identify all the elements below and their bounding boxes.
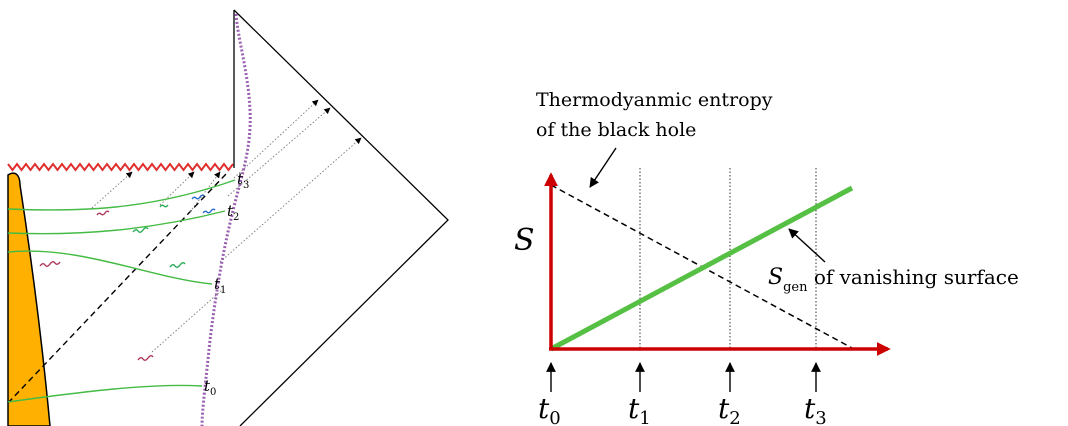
vanishing-surface: [200, 13, 252, 426]
sgen-label: Sgen of vanishing surface: [768, 265, 1019, 295]
event-horizon: [7, 173, 227, 404]
quantum-red-2: [137, 355, 154, 361]
time-label-t2: t2: [718, 392, 741, 426]
time-label-t0: t0: [538, 392, 561, 426]
slice-label-t1: t1: [214, 275, 226, 296]
slice-t2: [7, 210, 226, 235]
quantum-blue-2: [202, 208, 216, 214]
slice-label-t0: t0: [204, 377, 216, 398]
quantum-blue-1: [191, 194, 205, 200]
singularity-zigzag: [7, 162, 234, 172]
entropy-plot: S Thermodyanmic entropy of the black hol…: [514, 89, 1019, 426]
y-axis-symbol: S: [514, 223, 535, 258]
sgen-note-arrow: [788, 228, 826, 263]
slice-t3: [7, 179, 236, 211]
slice-label-t2: t2: [227, 202, 239, 223]
time-label-t1: t1: [628, 392, 651, 426]
entropy-note: Thermodyanmic entropy of the black hole: [536, 89, 779, 141]
quantum-red-1: [39, 261, 61, 267]
slice-t1: [7, 250, 213, 285]
collapsing-star: [7, 172, 51, 426]
cauchy-slices: [7, 179, 236, 403]
quantum-red-3: [96, 210, 110, 216]
quantum-green-1: [132, 227, 149, 233]
time-tick-arrows: [546, 362, 821, 392]
future-null-infinity: [233, 9, 449, 426]
quantum-green-2: [169, 262, 186, 268]
hawking-quanta: [39, 194, 216, 361]
slice-t0: [7, 384, 203, 403]
entropy-note-arrow: [589, 147, 617, 188]
sgen-line: [549, 185, 854, 352]
quantum-green-3: [159, 204, 169, 208]
slice-label-t3: t3: [237, 170, 249, 191]
time-gridlines: [639, 168, 817, 348]
radiation-rays: [91, 99, 362, 353]
penrose-diagram: t3 t2 t1 t0: [7, 9, 449, 426]
time-label-t3: t3: [804, 392, 827, 426]
